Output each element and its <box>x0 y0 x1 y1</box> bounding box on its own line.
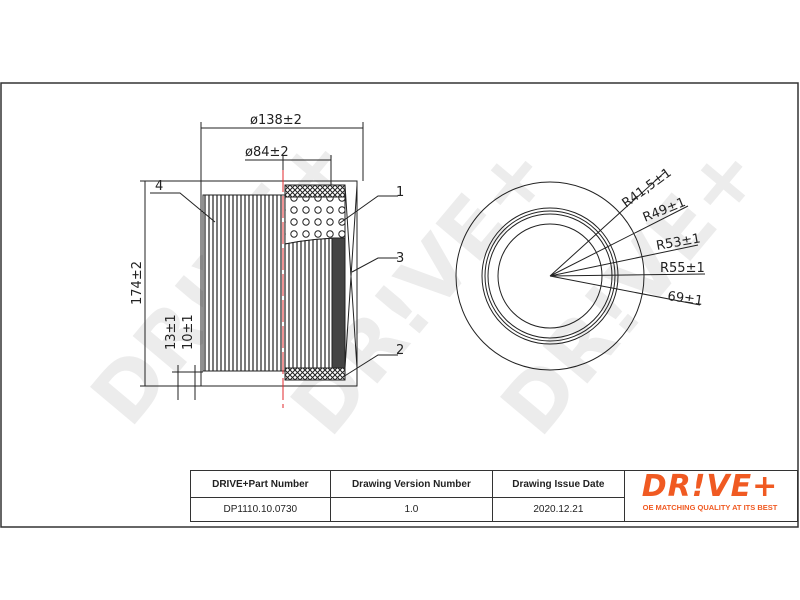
radius-69: 69±1 <box>666 289 703 309</box>
drawing-frame <box>0 82 799 528</box>
title-block: DRIVE+Part Number Drawing Version Number… <box>190 470 799 522</box>
header-version: Drawing Version Number <box>329 470 494 498</box>
top-view <box>455 171 706 371</box>
dim-10: 10±1 <box>181 314 196 350</box>
callout-2: 2 <box>396 343 404 358</box>
logo-cell <box>623 470 799 522</box>
dim-inner-diameter: ø84±2 <box>245 145 289 160</box>
issue-date: 2020.12.21 <box>492 497 625 522</box>
radius-55: R55±1 <box>660 261 705 276</box>
dim-outer-diameter: ø138±2 <box>250 113 302 128</box>
callout-1: 1 <box>396 185 404 200</box>
logo-wordmark: DR!VE+ <box>641 469 779 504</box>
callout-4: 4 <box>155 179 163 194</box>
header-part-number: DRIVE+Part Number <box>190 470 331 498</box>
dim-height: 174±2 <box>130 261 145 305</box>
part-number: DP1110.10.0730 <box>190 497 331 522</box>
dim-13: 13±1 <box>164 314 179 350</box>
callout-3: 3 <box>396 251 404 266</box>
version-number: 1.0 <box>329 497 494 522</box>
brand-logo: DR!VE+ OE MATCHING QUALITY AT ITS BEST <box>622 471 798 517</box>
watermark: DR!VE+ DR!VE+ DR!VE+ <box>73 116 778 452</box>
header-issue-date: Drawing Issue Date <box>492 470 625 498</box>
logo-tagline: OE MATCHING QUALITY AT ITS BEST <box>642 503 778 512</box>
side-view <box>140 122 398 400</box>
